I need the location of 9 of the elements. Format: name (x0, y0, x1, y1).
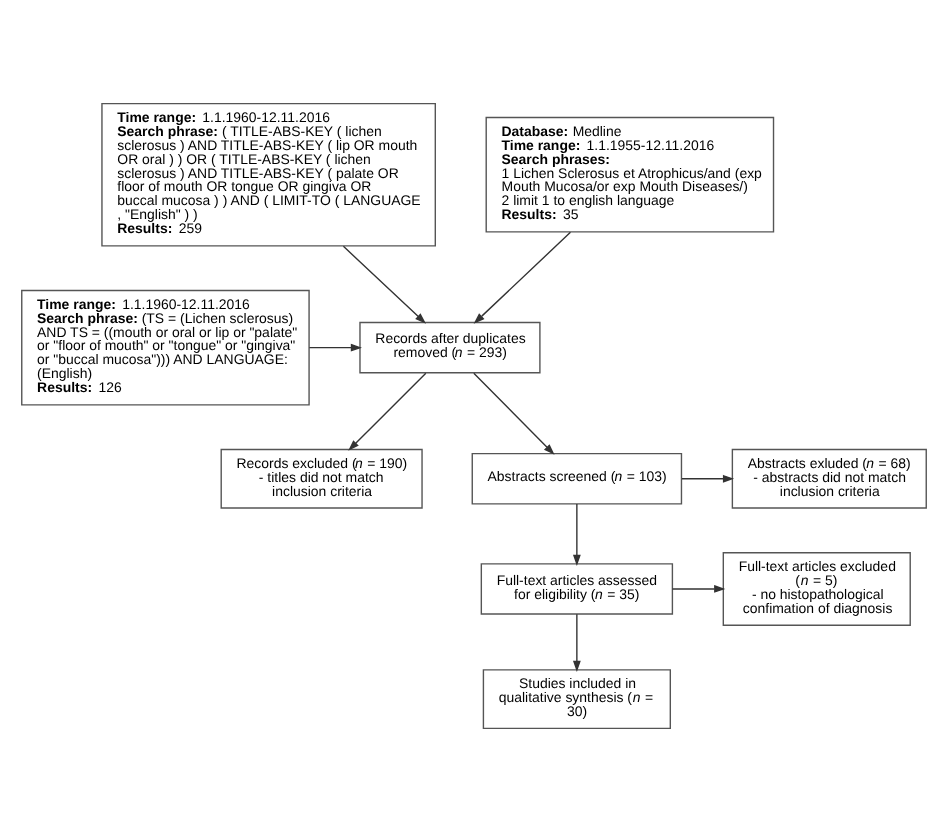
arrow (681, 473, 735, 482)
arrow (473, 371, 555, 454)
arrow (572, 502, 581, 565)
arrow (308, 342, 362, 351)
arrow (572, 612, 581, 671)
arrow (671, 584, 726, 592)
arrow (473, 230, 572, 323)
arrow (342, 244, 426, 323)
arrow (348, 371, 427, 450)
